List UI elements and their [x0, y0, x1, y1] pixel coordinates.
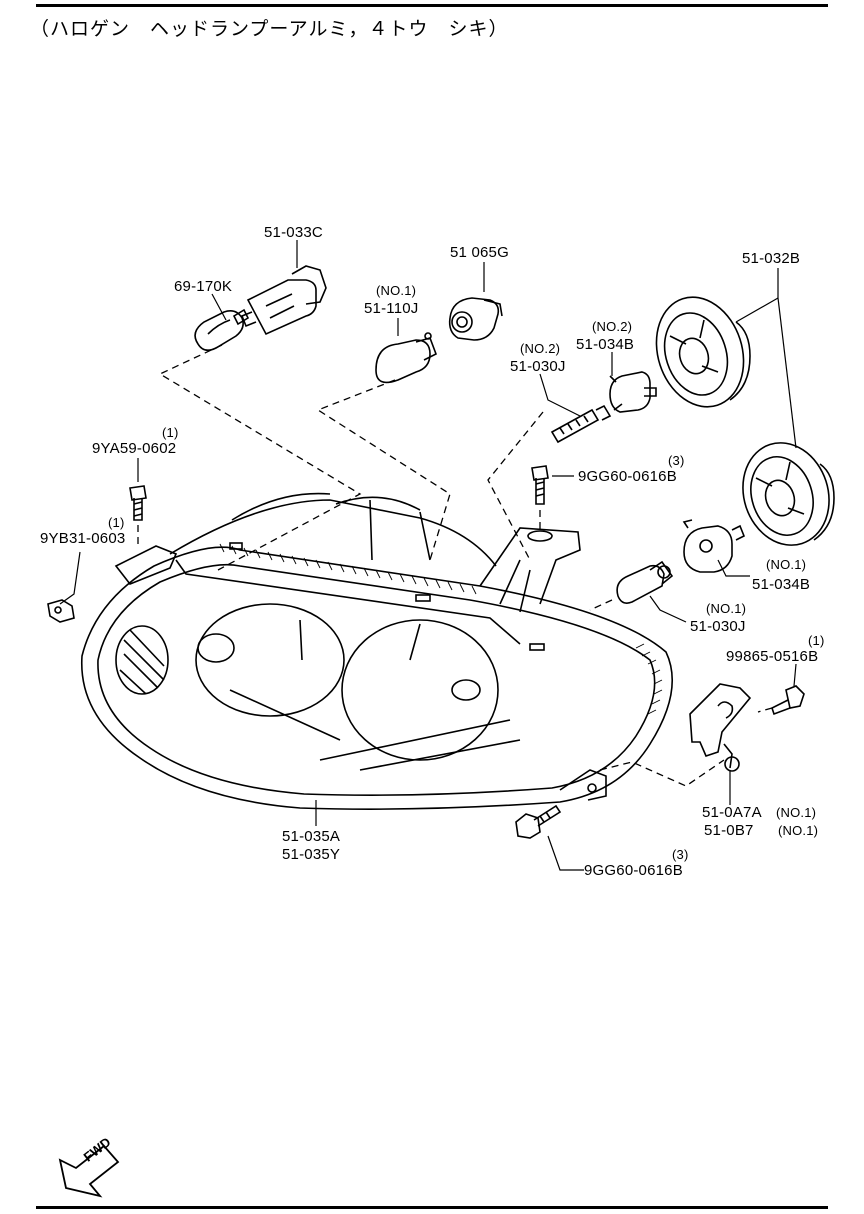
socket-51-034B-no1-drawing	[682, 519, 746, 573]
label-9YA59-0602: 9YA59-0602	[92, 440, 177, 457]
label-69-170K: 69-170K	[174, 278, 233, 295]
label-51-035A: 51-035A	[282, 828, 341, 845]
hatched-trim-bands	[219, 543, 663, 715]
solid-leader-lines	[59, 240, 797, 871]
label-51-034B-no2: 51-034B	[576, 336, 635, 353]
bolt-9GG60-lower-drawing	[515, 804, 562, 839]
label-qty-9YA59: (1)	[162, 425, 179, 440]
bulb-51-110J-drawing	[375, 332, 438, 384]
socket-51-034B-no2-drawing	[609, 371, 657, 413]
actuator-51-0A7A-drawing	[689, 683, 752, 772]
label-51-032B: 51-032B	[742, 250, 801, 267]
label-51-035Y: 51-035Y	[282, 846, 341, 863]
socket-51-033C-drawing	[240, 265, 327, 336]
bulb-69-170K-drawing	[194, 308, 250, 352]
label-qty-99865: (1)	[808, 633, 825, 648]
diagram-title: （ハロゲン ヘッドランプーアルミ，４トウ シキ）	[30, 18, 509, 40]
label-no1-51-0A7A: (NO.1)	[776, 805, 817, 820]
label-51-0A7A: 51-0A7A	[702, 804, 762, 821]
label-no1-51-034B: (NO.1)	[766, 557, 807, 572]
label-no1-51-0B7: (NO.1)	[778, 823, 819, 838]
label-51-110J: 51-110J	[364, 300, 419, 317]
label-51-033C: 51-033C	[264, 224, 323, 241]
label-no1-51-030J: (NO.1)	[706, 601, 747, 616]
bulb-51-030J-no2-drawing	[550, 404, 612, 444]
cap-51-032B-upper-drawing	[655, 296, 751, 408]
headlamp-housing-drawing	[80, 492, 674, 810]
label-51-034B-no1: 51-034B	[752, 576, 811, 593]
label-qty-9YB31: (1)	[108, 515, 125, 530]
label-51-030J-no2: 51-030J	[510, 358, 566, 375]
label-51-0B7: 51-0B7	[704, 822, 754, 839]
label-51-065G: 51 065G	[450, 244, 509, 261]
fwd-arrow-icon	[58, 1144, 120, 1198]
label-no1-51-110J: (NO.1)	[376, 283, 417, 298]
bottom-border-rule	[36, 1206, 828, 1209]
bulb-51-030J-no1-drawing	[616, 560, 674, 604]
label-no2-51-034B: (NO.2)	[592, 319, 633, 334]
top-border-rule	[36, 4, 828, 7]
bolt-9YA59-drawing	[129, 485, 147, 521]
label-9GG60-0616B-upper: 9GG60-0616B	[578, 468, 677, 485]
label-9YB31-0603: 9YB31-0603	[40, 530, 126, 547]
label-no2-51-030J: (NO.2)	[520, 341, 561, 356]
label-qty-9GG60-upper: (3)	[668, 453, 685, 468]
socket-51-065G-drawing	[448, 297, 503, 341]
bolt-99865-drawing	[771, 685, 805, 716]
cap-51-032B-lower-drawing	[742, 442, 835, 546]
label-9GG60-0616B-lower: 9GG60-0616B	[584, 862, 683, 879]
clip-9YB31-drawing	[47, 599, 75, 623]
label-qty-9GG60-lower: (3)	[672, 847, 689, 862]
label-99865-0516B: 99865-0516B	[726, 648, 819, 665]
bolt-9GG60-upper-drawing	[531, 465, 549, 505]
label-51-030J-no1: 51-030J	[690, 618, 746, 635]
